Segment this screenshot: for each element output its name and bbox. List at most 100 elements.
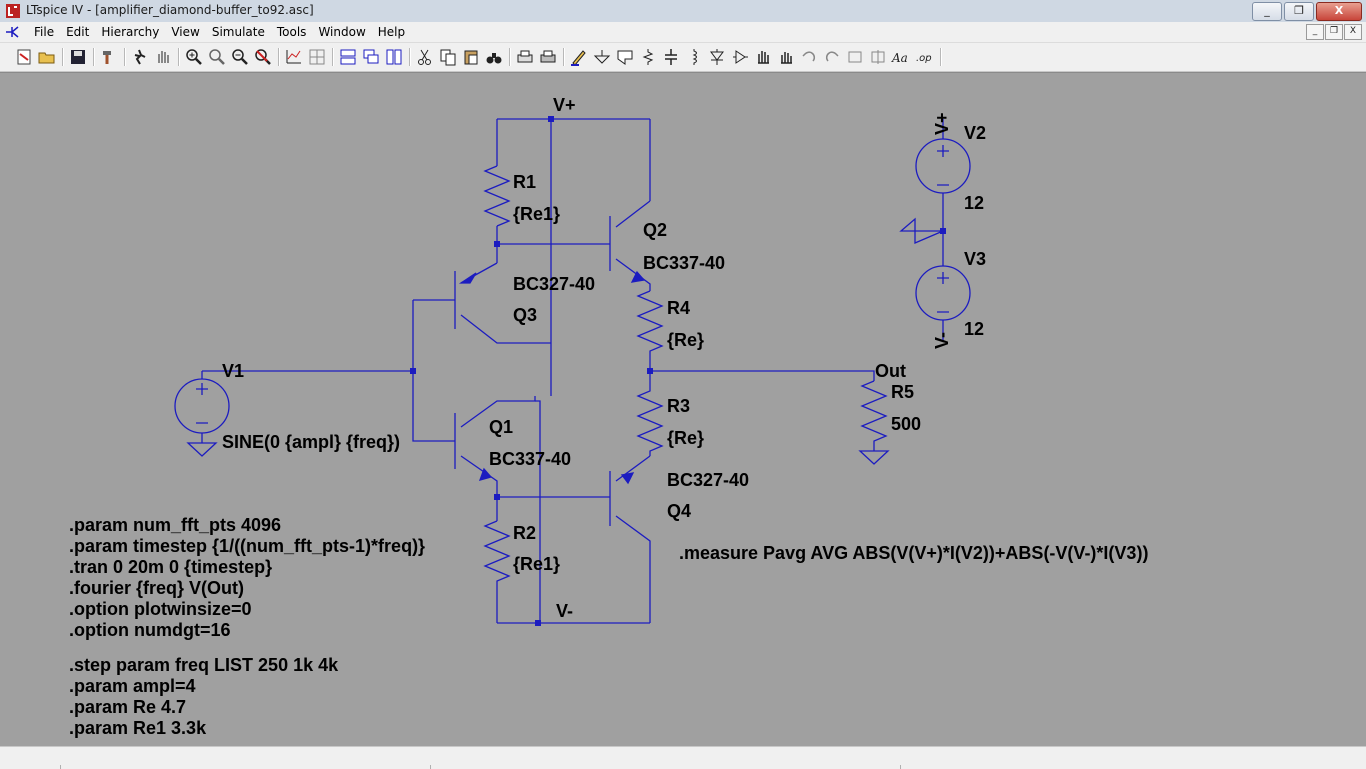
restore-button[interactable]: ❐ xyxy=(1284,2,1314,21)
zoom-out-icon[interactable] xyxy=(230,47,250,67)
rotate-icon[interactable] xyxy=(845,47,865,67)
autorange-icon[interactable] xyxy=(284,47,304,67)
q4-name[interactable]: Q4 xyxy=(667,501,692,521)
net-label-v2-vplus[interactable]: V+ xyxy=(932,112,952,135)
draw-wire-pencil-icon[interactable] xyxy=(569,47,589,67)
grid-icon[interactable] xyxy=(307,47,327,67)
r3-name[interactable]: R3 xyxy=(667,396,691,416)
copy-icon[interactable] xyxy=(438,47,458,67)
directive-line[interactable]: .param Re 4.7 xyxy=(69,697,187,717)
directive-line[interactable]: .param Re1 3.3k xyxy=(69,718,207,738)
label-net-icon[interactable] xyxy=(615,47,635,67)
capacitor-icon[interactable] xyxy=(661,47,681,67)
halt-hand-icon[interactable] xyxy=(153,47,173,67)
tile-horizontal-icon[interactable] xyxy=(338,47,358,67)
menu-tools[interactable]: Tools xyxy=(276,25,307,39)
menu-help[interactable]: Help xyxy=(377,25,406,39)
find-binoculars-icon[interactable] xyxy=(484,47,504,67)
v2-value[interactable]: 12 xyxy=(964,193,985,213)
component-icon[interactable] xyxy=(730,47,750,67)
menu-hierarchy[interactable]: Hierarchy xyxy=(101,25,160,39)
directive-line[interactable]: .fourier {freq} V(Out) xyxy=(69,578,245,598)
diode-icon[interactable] xyxy=(707,47,727,67)
r5-name[interactable]: R5 xyxy=(891,382,915,402)
resistor-icon[interactable] xyxy=(638,47,658,67)
menu-window[interactable]: Window xyxy=(318,25,366,39)
menu-file[interactable]: File xyxy=(34,25,55,39)
net-label-v3-vminus[interactable]: V- xyxy=(932,331,952,349)
svg-text:.op: .op xyxy=(916,53,932,64)
q1-name[interactable]: Q1 xyxy=(489,417,514,437)
r2-value[interactable]: {Re1} xyxy=(513,554,561,574)
directive-line[interactable]: .tran 0 20m 0 {timestep} xyxy=(69,557,273,577)
spice-directive-icon[interactable]: .op xyxy=(914,47,934,67)
q3-name[interactable]: Q3 xyxy=(513,305,538,325)
zoom-in-icon[interactable] xyxy=(184,47,204,67)
directive-line[interactable]: .option numdgt=16 xyxy=(69,620,231,640)
redo-icon[interactable] xyxy=(822,47,842,67)
minimize-button[interactable]: _ xyxy=(1252,2,1282,21)
drag-hand-icon[interactable] xyxy=(776,47,796,67)
open-folder-icon[interactable] xyxy=(37,47,57,67)
ground-icon[interactable] xyxy=(592,47,612,67)
status-divider xyxy=(60,765,61,769)
r4-name[interactable]: R4 xyxy=(667,298,691,318)
directive-line[interactable]: .param ampl=4 xyxy=(69,676,196,696)
r3-value[interactable]: {Re} xyxy=(667,428,705,448)
svg-text:Aa: Aa xyxy=(891,51,908,65)
schematic-canvas[interactable]: V+ V- Out V+ V- R1 {Re1} Q2 BC337-40 BC3… xyxy=(0,72,1366,747)
zoom-full-icon[interactable] xyxy=(253,47,273,67)
control-panel-hammer-icon[interactable] xyxy=(99,47,119,67)
tile-vertical-icon[interactable] xyxy=(384,47,404,67)
save-icon[interactable] xyxy=(68,47,88,67)
new-schematic-icon[interactable] xyxy=(14,47,34,67)
inductor-icon[interactable] xyxy=(684,47,704,67)
v2-name[interactable]: V2 xyxy=(964,123,987,143)
v1-value[interactable]: SINE(0 {ampl} {freq}) xyxy=(222,432,401,452)
menu-view[interactable]: View xyxy=(171,25,200,39)
move-hand-icon[interactable] xyxy=(753,47,773,67)
print-icon[interactable] xyxy=(538,47,558,67)
q1-value[interactable]: BC337-40 xyxy=(489,449,572,469)
run-icon[interactable] xyxy=(130,47,150,67)
title-bar: LTspice IV - [amplifier_diamond-buffer_t… xyxy=(0,0,1366,23)
net-label-vminus[interactable]: V- xyxy=(556,601,574,621)
directive-line[interactable]: .param num_fft_pts 4096 xyxy=(69,515,282,535)
undo-icon[interactable] xyxy=(799,47,819,67)
directive-line[interactable]: .param timestep {1/((num_fft_pts-1)*freq… xyxy=(69,536,426,556)
q2-value[interactable]: BC337-40 xyxy=(643,253,726,273)
doc-restore-button[interactable]: ❐ xyxy=(1325,24,1343,40)
doc-close-button[interactable]: X xyxy=(1344,24,1362,40)
print-setup-icon[interactable] xyxy=(515,47,535,67)
r2-name[interactable]: R2 xyxy=(513,523,537,543)
directive-line[interactable]: .option plotwinsize=0 xyxy=(69,599,252,619)
status-bar xyxy=(0,746,1366,769)
measure-directive[interactable]: .measure Pavg AVG ABS(V(V+)*I(V2))+ABS(-… xyxy=(679,543,1149,563)
q4-value[interactable]: BC327-40 xyxy=(667,470,750,490)
menu-edit[interactable]: Edit xyxy=(66,25,90,39)
doc-minimize-button[interactable]: _ xyxy=(1306,24,1324,40)
directive-line[interactable]: .step param freq LIST 250 1k 4k xyxy=(69,655,339,675)
paste-icon[interactable] xyxy=(461,47,481,67)
menu-simulate[interactable]: Simulate xyxy=(211,25,265,39)
v3-value[interactable]: 12 xyxy=(964,319,985,339)
ltspice-logo-icon xyxy=(6,4,20,18)
net-label-vplus[interactable]: V+ xyxy=(553,95,576,115)
r5-value[interactable]: 500 xyxy=(891,414,922,434)
close-button[interactable]: X xyxy=(1316,2,1362,21)
cut-icon[interactable] xyxy=(415,47,435,67)
mirror-icon[interactable] xyxy=(868,47,888,67)
v3-name[interactable]: V3 xyxy=(964,249,987,269)
cascade-icon[interactable] xyxy=(361,47,381,67)
pan-icon[interactable] xyxy=(207,47,227,67)
text-icon[interactable]: Aa xyxy=(891,47,911,67)
r4-value[interactable]: {Re} xyxy=(667,330,705,350)
r1-name[interactable]: R1 xyxy=(513,172,537,192)
net-label-out[interactable]: Out xyxy=(875,361,906,381)
q2-name[interactable]: Q2 xyxy=(643,220,668,240)
r1-value[interactable]: {Re1} xyxy=(513,204,561,224)
status-divider xyxy=(900,765,901,769)
q3-value[interactable]: BC327-40 xyxy=(513,274,596,294)
schematic-doc-icon[interactable] xyxy=(4,25,20,39)
v1-name[interactable]: V1 xyxy=(222,361,245,381)
